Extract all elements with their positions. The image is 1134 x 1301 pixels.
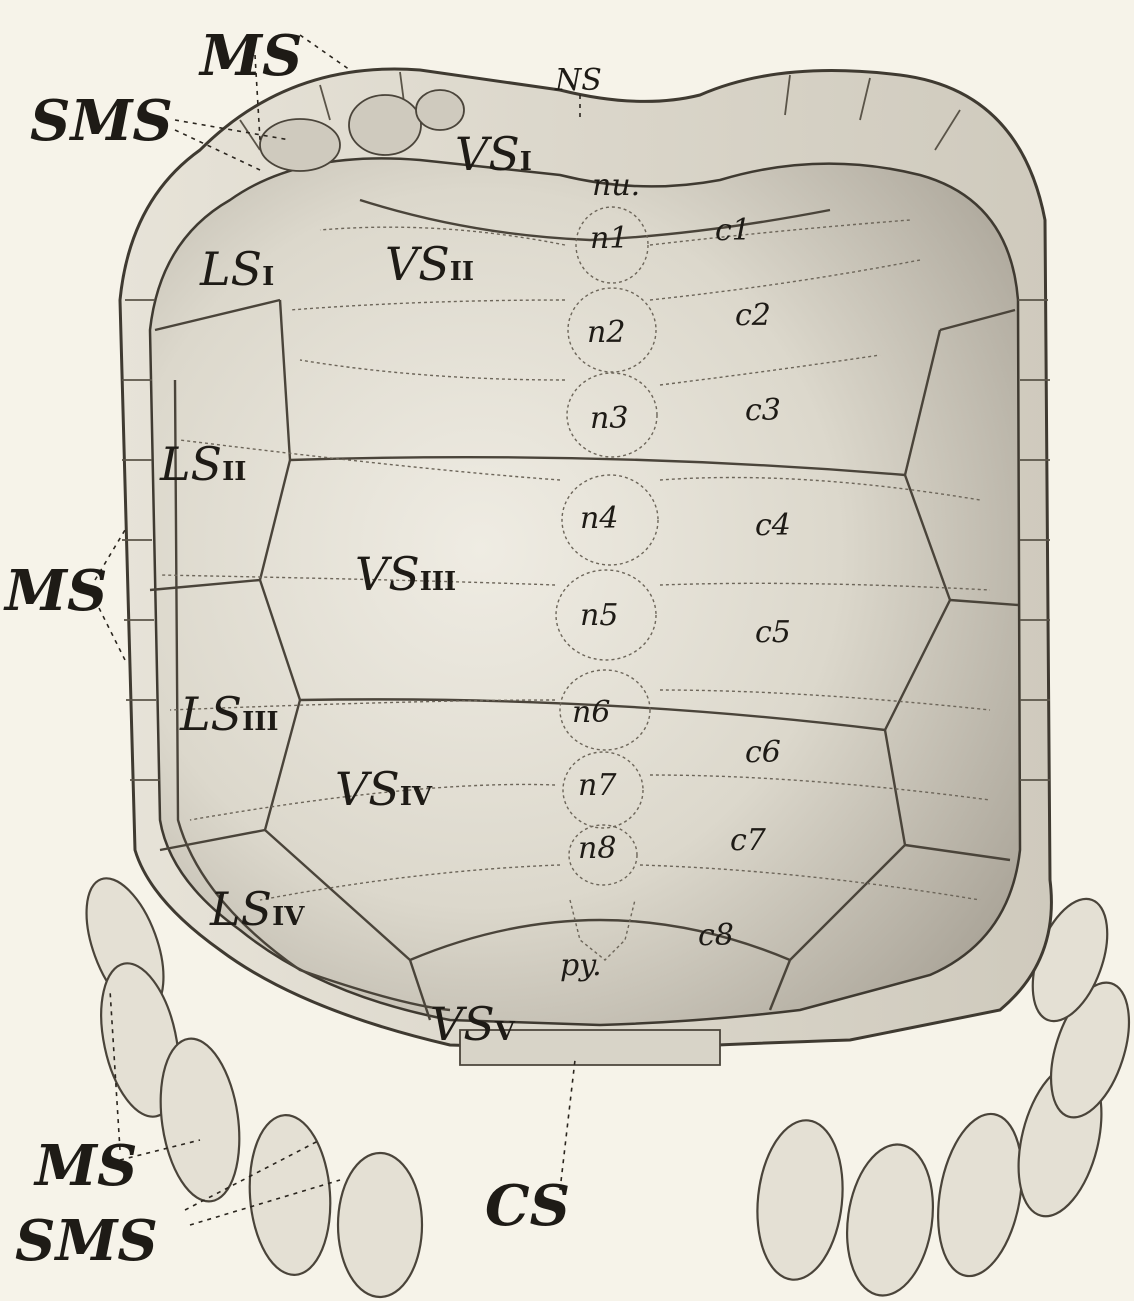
label-c5: c5 — [755, 615, 791, 650]
label-sms-bottom: SMS — [15, 1208, 158, 1274]
label-py: py. — [560, 948, 602, 983]
label-n3: n3 — [590, 401, 628, 436]
label-c8: c8 — [698, 918, 734, 953]
label-c1: c1 — [715, 213, 751, 248]
label-ms-bottom: MS — [33, 1133, 137, 1199]
label-cs: CS — [485, 1173, 570, 1239]
label-n4: n4 — [580, 501, 618, 536]
label-n2: n2 — [587, 315, 625, 350]
label-c4: c4 — [755, 508, 791, 543]
label-ms-top: MS — [198, 23, 302, 89]
label-sms-top: SMS — [30, 88, 173, 154]
carapace-body — [150, 158, 1020, 1025]
label-ms-left: MS — [3, 558, 107, 624]
label-c7: c7 — [730, 823, 767, 858]
label-c6: c6 — [745, 735, 781, 770]
label-n1: n1 — [590, 221, 628, 256]
label-c3: c3 — [745, 393, 781, 428]
label-n8: n8 — [578, 831, 616, 866]
label-n7: n7 — [578, 768, 617, 803]
label-c2: c2 — [735, 298, 771, 333]
label-nu: nu. — [592, 168, 640, 203]
label-ns: NS — [554, 63, 602, 98]
label-n5: n5 — [580, 598, 618, 633]
label-n6: n6 — [572, 695, 610, 730]
